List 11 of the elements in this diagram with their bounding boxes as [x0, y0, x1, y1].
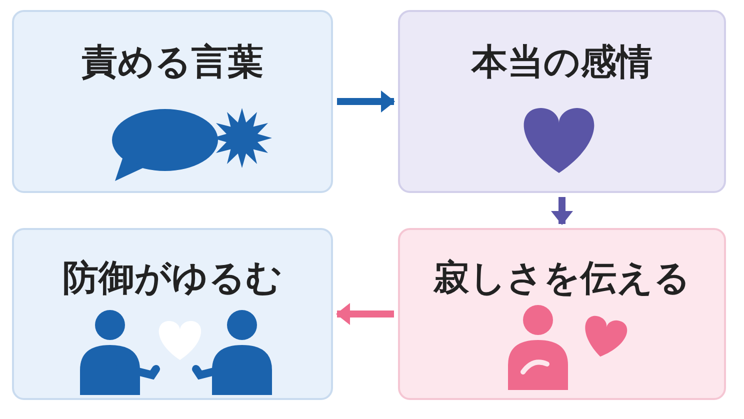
arrow: [551, 197, 573, 225]
card-box: [398, 10, 726, 193]
card-box: [398, 228, 726, 400]
card-box: [12, 228, 333, 400]
card-title: 責める言葉: [82, 42, 264, 83]
card-title: 本当の感情: [472, 42, 652, 83]
arrow: [337, 90, 395, 112]
card-title: 寂しさを伝える: [434, 258, 690, 299]
card-title: 防御がゆるむ: [62, 258, 282, 299]
card-box: [12, 10, 333, 193]
arrow: [336, 303, 394, 325]
